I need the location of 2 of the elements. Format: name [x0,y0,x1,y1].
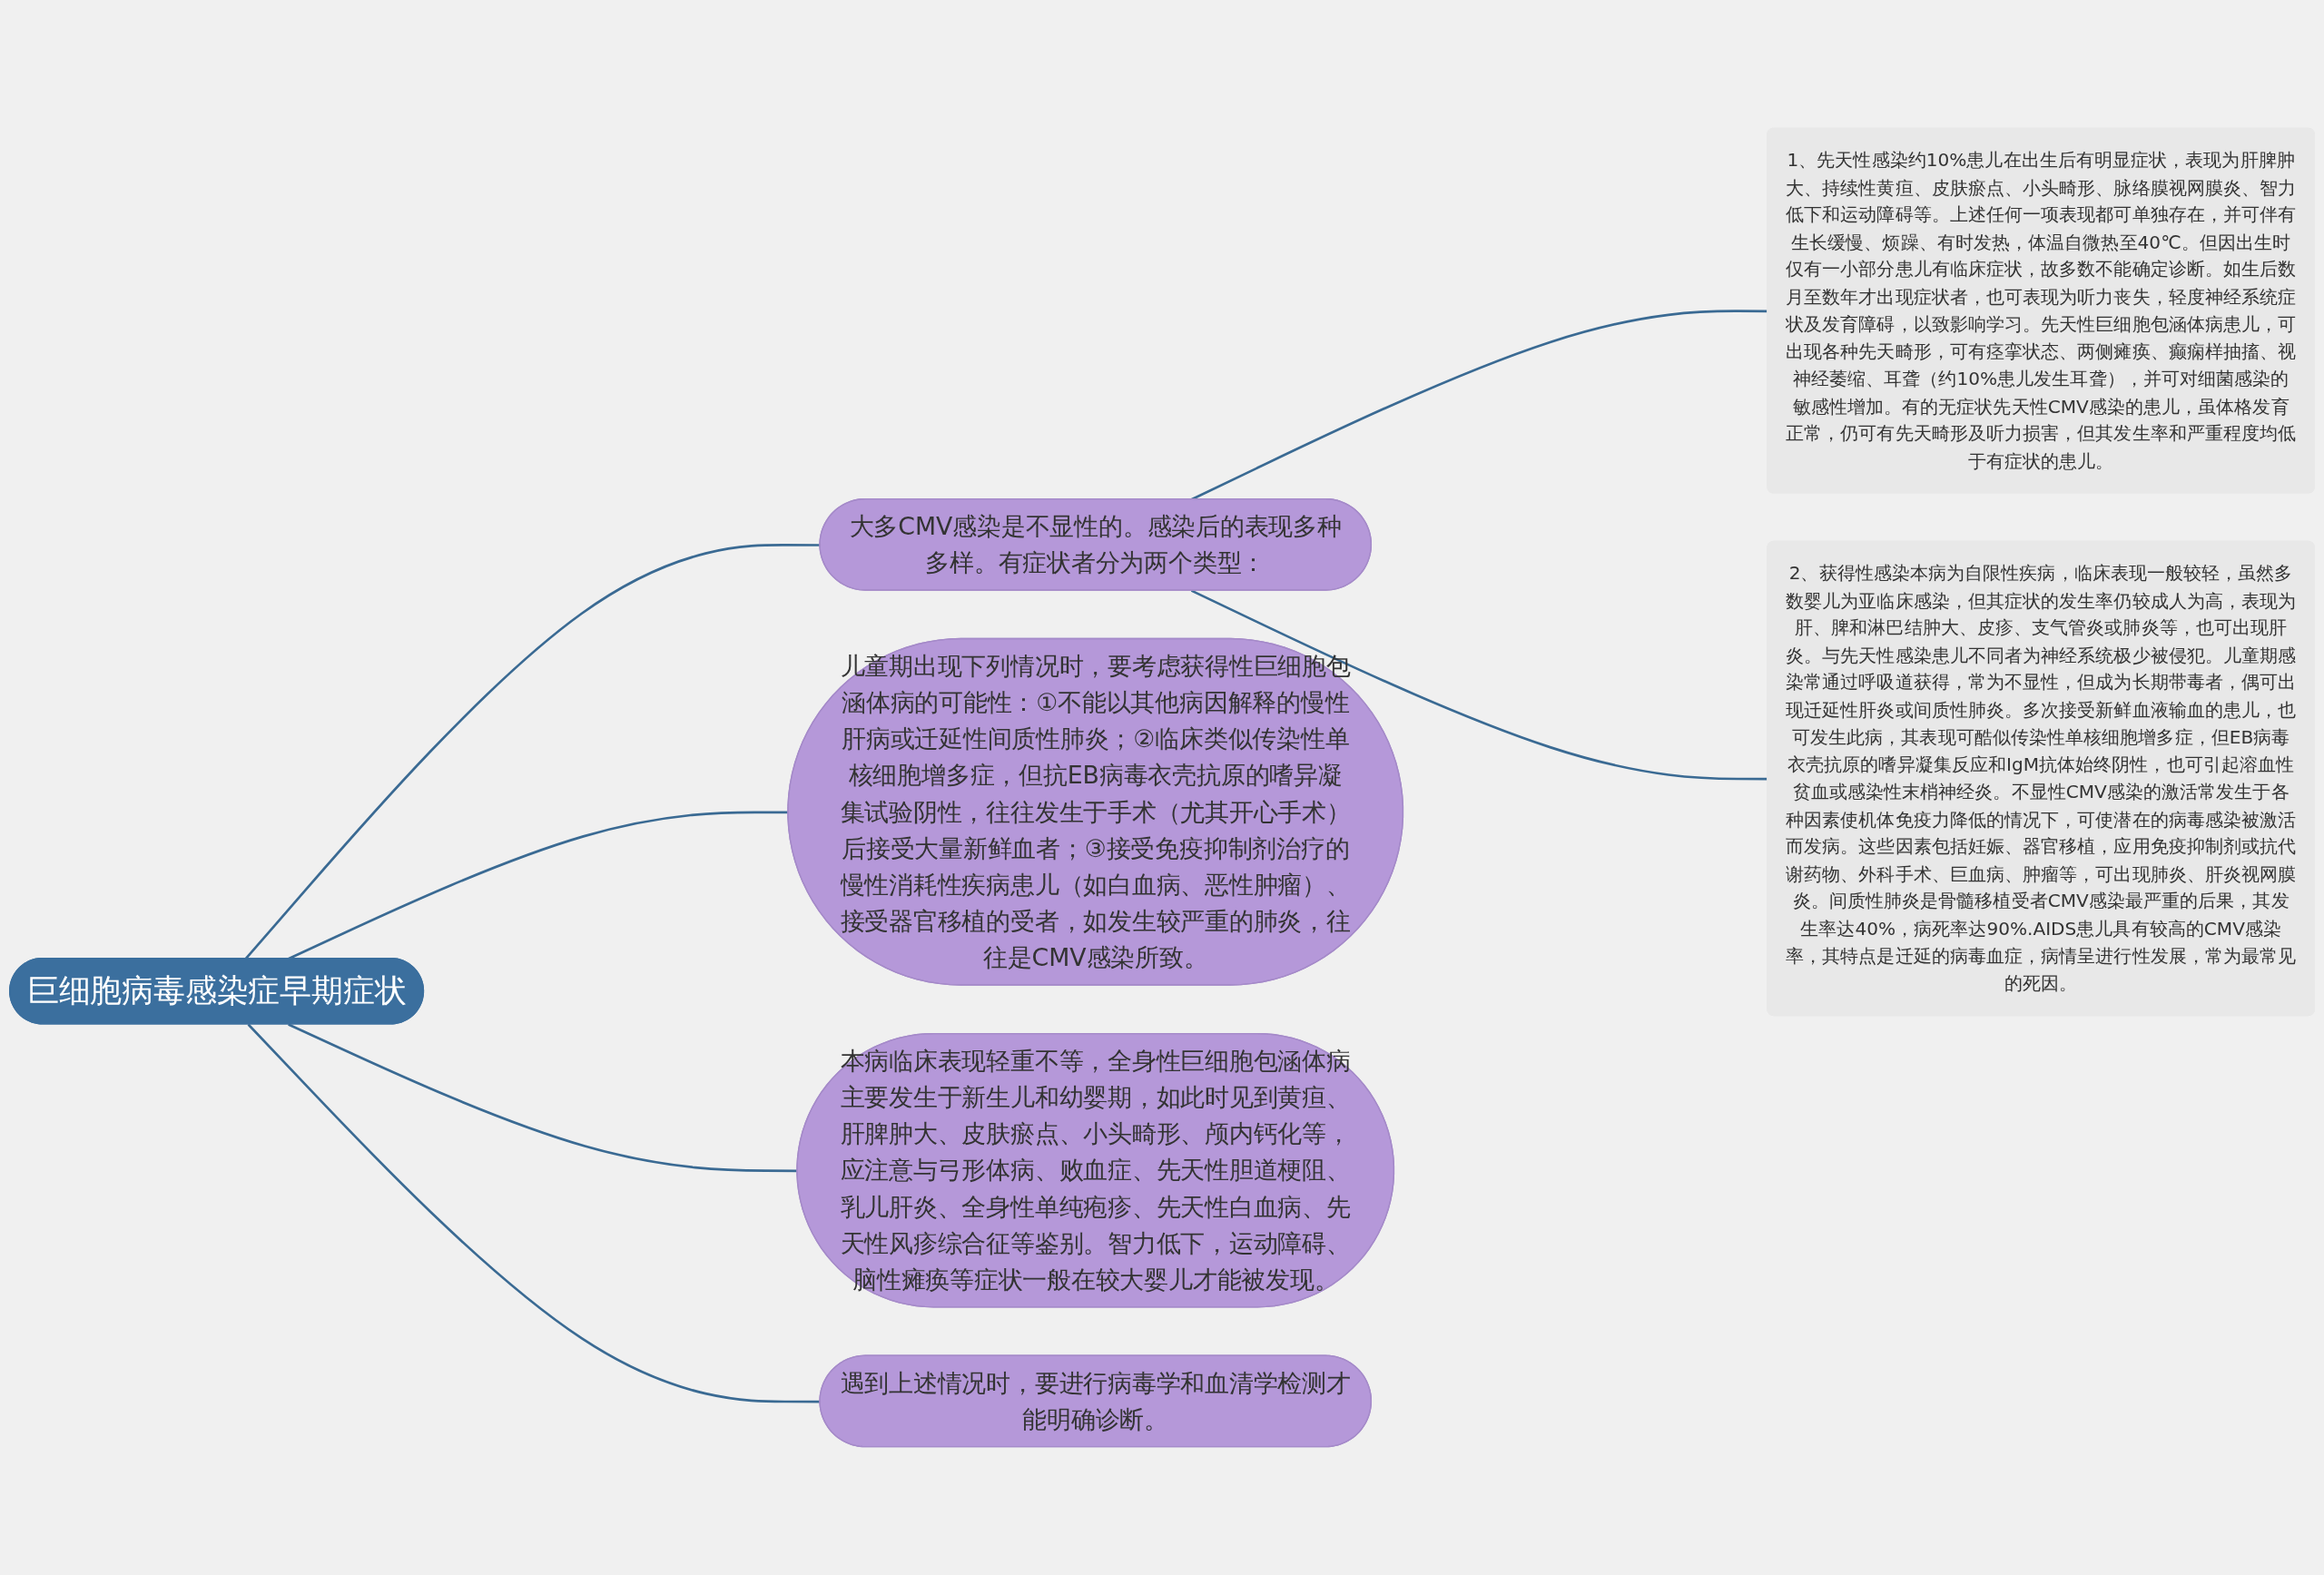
connector [247,1023,821,1403]
connector [288,1023,798,1173]
